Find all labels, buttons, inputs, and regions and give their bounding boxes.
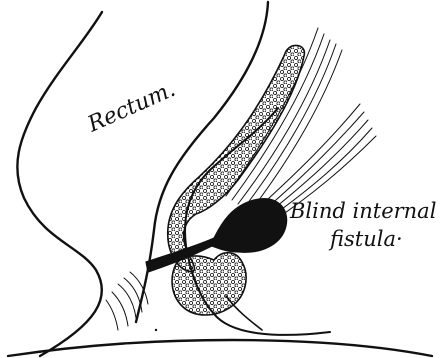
label-fistula-line1: Blind internal: [289, 199, 436, 223]
skin-line: [8, 340, 432, 356]
dot-marker-1: [155, 329, 157, 331]
label-fistula-line2: fistula·: [328, 227, 403, 251]
label-rectum: Rectum.: [83, 77, 179, 138]
rectum-wall-outer: [17, 12, 102, 356]
